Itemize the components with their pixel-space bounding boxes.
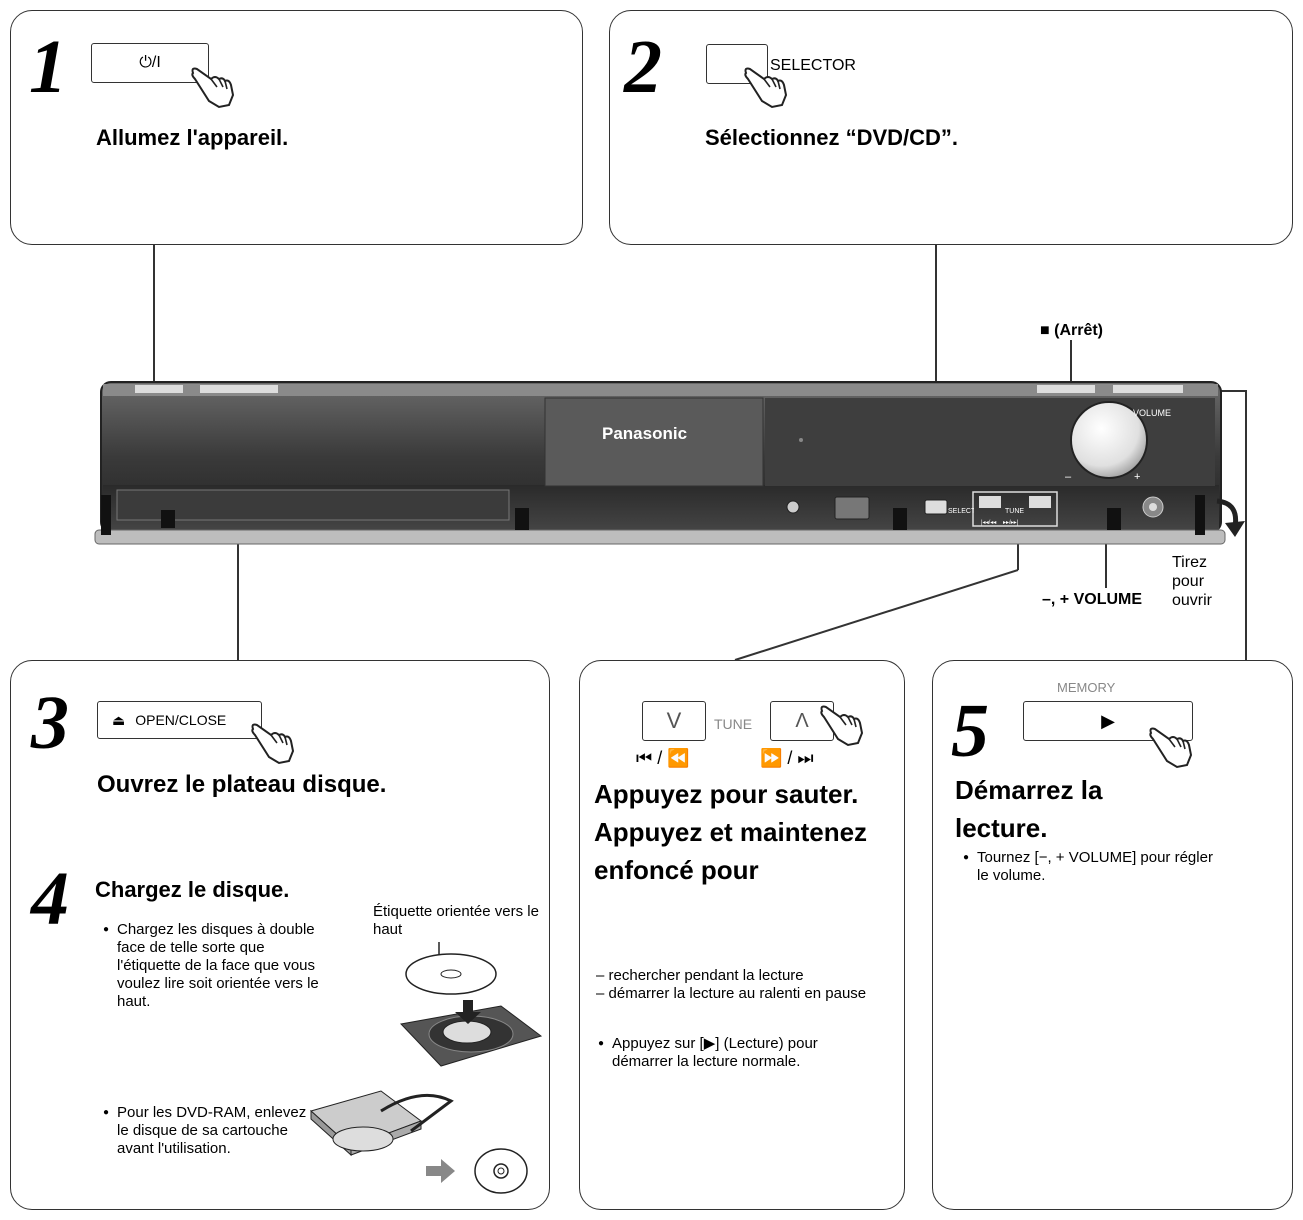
pointing-hand-icon <box>744 67 788 109</box>
step3-title: Ouvrez le plateau disque. <box>97 771 387 798</box>
connector-line-2 <box>935 245 937 510</box>
volume-callout: –, + VOLUME <box>1042 591 1143 608</box>
step-number: 5 <box>951 689 989 773</box>
open-close-button[interactable]: ⏏ OPEN/CLOSE <box>97 701 262 739</box>
pull-open-line1: Tirez <box>1172 554 1207 571</box>
skip-panel: V TUNE Λ ⏮ / ⏪ ⏩ / ⏭ Appuyez pour sauter… <box>579 660 905 1210</box>
pull-arrow-icon <box>1216 498 1245 537</box>
connector-line-5-vert <box>1245 390 1247 660</box>
skip-bullet: Appuyez sur [▶] (Lecture) pour démarrer … <box>598 1035 872 1071</box>
skip-small-label: |◂◂/◂◂ ▸▸/▸▸| <box>981 520 1019 526</box>
memory-label: MEMORY <box>1057 680 1116 695</box>
pointing-hand-icon <box>1149 727 1193 769</box>
step-number: 2 <box>624 25 662 109</box>
step4-bullet-1: Chargez les disques à double face de tel… <box>103 921 323 1011</box>
skip-title: Appuyez pour sauter. Appuyez et maintene… <box>594 779 868 885</box>
brand-logo: Panasonic <box>602 424 688 443</box>
step-number: 4 <box>31 857 69 941</box>
step5-title: Démarrez la lecture. <box>955 775 1103 843</box>
volume-knob-label: VOLUME <box>1133 408 1172 418</box>
open-close-label: OPEN/CLOSE <box>135 712 227 728</box>
connector-line-stop <box>1070 340 1072 392</box>
connector-line-1 <box>153 245 155 390</box>
volume-minus: – <box>1065 471 1072 483</box>
selector-small-label: SELECTOR <box>948 508 974 515</box>
label-up-caption: Étiquette orientée vers le haut <box>373 903 539 938</box>
power-button[interactable]: ⏻/I <box>91 43 209 83</box>
skip-forward-symbols: ⏩ / ⏭ <box>760 748 814 768</box>
skip-dash-2: – démarrer la lecture au ralenti en paus… <box>596 985 867 1002</box>
selector-label: SELECTOR <box>770 57 856 74</box>
skip-dash-1: – rechercher pendant la lecture <box>596 967 804 984</box>
pointing-hand-icon <box>191 67 235 109</box>
step4-title: Chargez le disque. <box>95 877 290 902</box>
dvd-player-device <box>94 381 1226 545</box>
tune-small-label: TUNE <box>1005 508 1025 515</box>
step-number: 1 <box>29 25 67 109</box>
stop-label: ■ (Arrêt) <box>1040 322 1103 339</box>
cartridge-illustration <box>309 1090 528 1194</box>
step4-bullet-2: Pour les DVD-RAM, enlevez le disque de s… <box>103 1104 317 1158</box>
skip-back-symbols: ⏮ / ⏪ <box>636 748 690 768</box>
step1-panel: 1 ⏻/I Allumez l'appareil. <box>10 10 583 245</box>
eject-icon: ⏏ <box>112 711 126 728</box>
step2-title: Sélectionnez “DVD/CD”. <box>705 125 959 150</box>
step2-panel: 2 SELECTOR Sélectionnez “DVD/CD”. <box>609 10 1293 245</box>
volume-plus: + <box>1134 471 1141 483</box>
skip-down-button[interactable]: V <box>642 701 706 741</box>
step1-title: Allumez l'appareil. <box>96 125 289 150</box>
pull-open-line2: pour <box>1172 573 1205 590</box>
pointing-hand-icon <box>251 723 295 765</box>
disc-loading-illustration <box>399 942 543 1067</box>
step-number: 3 <box>31 681 69 765</box>
tune-label: TUNE <box>714 716 753 732</box>
step3-4-panel: 3 ⏏ OPEN/CLOSE Ouvrez le plateau disque.… <box>10 660 550 1210</box>
pointing-hand-icon <box>820 705 864 747</box>
step5-bullet: Tournez [−, + VOLUME] pour régler le vol… <box>963 849 1217 885</box>
play-button[interactable]: ▶ <box>1023 701 1193 741</box>
step5-panel: MEMORY 5 ▶ Démarrez la lecture. Tournez … <box>932 660 1293 1210</box>
pull-open-line3: ouvrir <box>1172 592 1213 609</box>
